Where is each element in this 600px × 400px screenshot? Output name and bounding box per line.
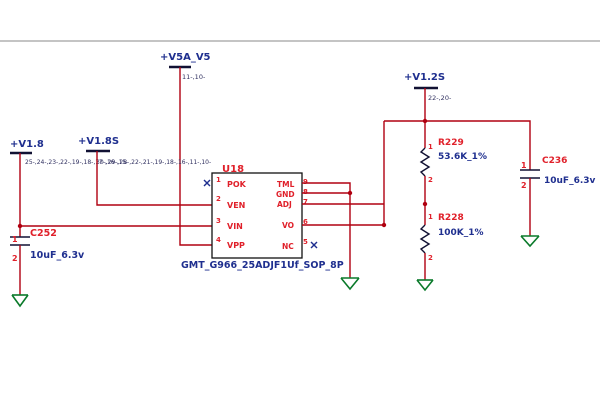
capacitor-c236: C236 1 2 10uF_6.3v [520, 156, 596, 248]
rail-v5a-label: +V5A_V5 [160, 52, 211, 63]
rail-v18s-refs: 30-,29-,28-,22-,21-,19-,18-,16-,11-,10- [96, 159, 211, 166]
rail-v12s-refs: 22-,20- [428, 94, 452, 102]
u18-pin7-name: ADJ [277, 200, 292, 209]
rail-v5a: +V5A_V5 11-,10- [160, 52, 212, 246]
u18-pin8-num: 8 [303, 188, 308, 196]
u18-pin3-name: VIN [227, 222, 243, 231]
u18-ref: U18 [222, 164, 244, 175]
u18-pin4-num: 4 [216, 236, 221, 244]
capacitor-c252: C252 1 2 10uF_6.3v [10, 228, 85, 308]
rail-v18-refs: 25-,24-,23-,22-,19-,18-,17-,16-,15- [25, 159, 128, 166]
u18-part-number: GMT_G966_25ADJF1Uf_SOP_8P [181, 260, 344, 271]
u18-body [211, 172, 303, 259]
wire-v18s-ven [96, 151, 212, 206]
wire-vo [302, 121, 385, 226]
u18-pin9-name: TML [277, 180, 295, 189]
junction-dots [17, 118, 428, 229]
rail-v18-label: +V1.8 [10, 139, 44, 150]
no-connect-nc-icon [310, 241, 318, 249]
ic-u18: U18 GMT_G966_25ADJF1Uf_SOP_8P 1 POK 2 VE… [181, 164, 344, 271]
u18-pin7-num: 7 [303, 198, 308, 206]
resistor-r229: R229 1 53.6K_1% 2 [419, 121, 487, 225]
r229-pin2: 2 [428, 176, 433, 184]
rail-v12s: +V1.2S 22-,20- [384, 72, 531, 170]
c236-pin1: 1 [521, 161, 527, 170]
c252-pin1: 1 [12, 235, 18, 244]
ground-r228-icon [416, 279, 434, 292]
ground-c252-icon [11, 294, 29, 308]
u18-pin4-name: VPP [227, 241, 245, 250]
c236-ref: C236 [542, 156, 567, 166]
u18-pin5-num: 5 [303, 238, 308, 246]
u18-pin6-name: VO [282, 221, 294, 230]
rail-v18s: +V1.8S 30-,29-,28-,22-,21-,19-,18-,16-,1… [78, 136, 212, 206]
resistor-r228: R228 1 100K_1% 2 [416, 213, 484, 292]
ground-u18-icon [340, 277, 360, 291]
rail-v5a-refs: 11-,10- [182, 73, 206, 81]
u18-pin1-num: 1 [216, 176, 221, 184]
rail-v12s-label: +V1.2S [404, 72, 445, 83]
wire-v5a-vpp [179, 67, 212, 246]
r229-zigzag [419, 147, 431, 177]
no-connect-pok-icon [203, 179, 211, 187]
u18-pin1-name: POK [227, 180, 247, 189]
ground-c236-icon [520, 235, 540, 248]
r228-value: 100K_1% [438, 228, 484, 238]
r228-pin2: 2 [428, 254, 433, 262]
c236-value: 10uF_6.3v [544, 176, 596, 186]
u18-pin3-num: 3 [216, 217, 221, 225]
u18-pin2-name: VEN [227, 201, 245, 210]
r229-pin1: 1 [428, 143, 433, 151]
u18-pin6-num: 6 [303, 218, 308, 226]
wire-tml-gnd [302, 182, 351, 278]
c236-pin2: 2 [521, 181, 527, 190]
wire-v12s-bus [384, 120, 531, 170]
rail-v18: +V1.8 25-,24-,23-,22-,19-,18-,17-,16-,15… [10, 139, 212, 237]
r228-zigzag [419, 224, 431, 254]
u18-pin5-name: NC [282, 242, 294, 251]
u18-pin2-num: 2 [216, 195, 221, 203]
rail-v18s-label: +V1.8S [78, 136, 119, 147]
r229-value: 53.6K_1% [438, 152, 487, 162]
c252-value: 10uF_6.3v [30, 250, 85, 261]
u18-pin9-num: 9 [303, 178, 308, 186]
r228-ref: R228 [438, 213, 464, 223]
r228-pin1: 1 [428, 213, 433, 221]
c252-ref: C252 [30, 228, 57, 239]
u18-pin8-name: GND [276, 190, 295, 199]
r229-ref: R229 [438, 138, 464, 148]
c252-pin2: 2 [12, 254, 18, 263]
